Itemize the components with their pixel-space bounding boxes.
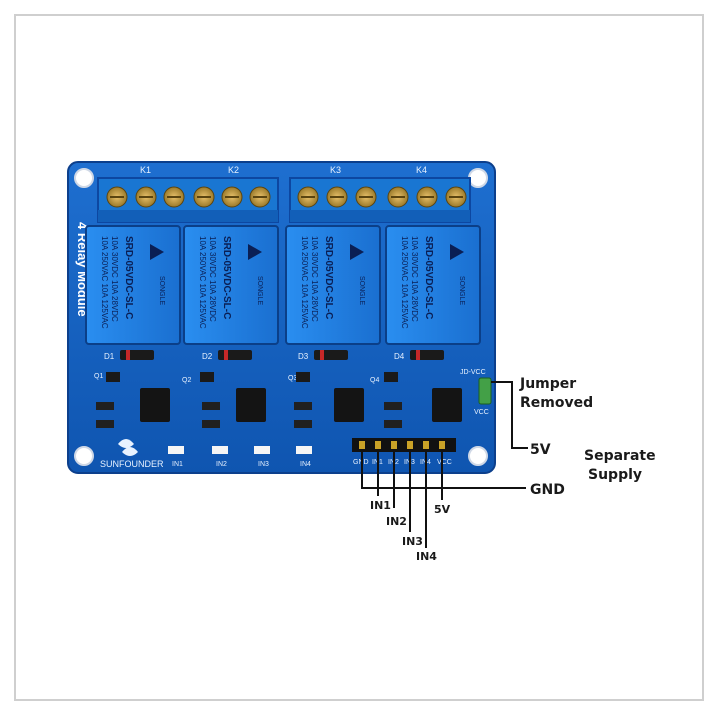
relay-k1: 10A 250VAC 10A 125VAC 10A 30VDC 10A 28VD…	[85, 225, 181, 345]
relay-maker: SONGLE	[158, 276, 165, 306]
relay-k2: 10A 250VAC 10A 125VAC 10A 30VDC 10A 28VD…	[183, 225, 279, 345]
relay-k4: 10A 250VAC 10A 125VAC 10A 30VDC 10A 28VD…	[385, 225, 481, 345]
relay-label-k3: K3	[330, 165, 341, 175]
resistors	[96, 402, 402, 428]
diode-label-d4: D4	[394, 352, 405, 361]
annotation-gnd: GND	[530, 482, 565, 498]
indicator-leds	[168, 446, 312, 454]
relay-k3: 10A 250VAC 10A 125VAC 10A 30VDC 10A 28VD…	[285, 225, 381, 345]
diode-label-d1: D1	[104, 352, 115, 361]
terminal-block-left	[97, 177, 279, 223]
relay-label-k4: K4	[416, 165, 427, 175]
transistor-label-q4: Q4	[370, 377, 379, 384]
header-pin-vcc: VCC	[437, 459, 452, 466]
terminal-screws	[106, 186, 467, 208]
transistor-label-q1: Q1	[94, 373, 103, 380]
relay-rating: 10A 250VAC 10A 125VAC	[400, 236, 409, 329]
annotation-supply: Supply	[588, 467, 642, 483]
relay-rating: 10A 250VAC 10A 125VAC	[100, 236, 109, 329]
annotation-in1: IN1	[370, 499, 391, 512]
terminal-block-right	[289, 177, 471, 223]
indicator-label-in4: IN4	[300, 461, 311, 468]
transistors	[106, 372, 398, 382]
wire-gnd	[361, 452, 526, 489]
annotation-5v-pin: 5V	[434, 503, 451, 516]
header-pin-gnd: GND	[353, 459, 369, 466]
annotation-separate: Separate	[584, 448, 656, 464]
transistor-label-q3: Q3	[288, 375, 297, 382]
songle-logo-icon	[350, 244, 364, 260]
relay-label-k2: K2	[228, 165, 239, 175]
relay-rating: 10A 250VAC 10A 125VAC	[300, 236, 309, 329]
relay-rating: 10A 30VDC 10A 28VDC	[208, 236, 217, 322]
relay-maker: SONGLE	[458, 276, 465, 306]
relay-label-k1: K1	[140, 165, 151, 175]
wire-5v-supply	[491, 381, 528, 449]
mount-hole	[468, 168, 488, 188]
annotation-removed: Removed	[520, 395, 593, 411]
songle-logo-icon	[248, 244, 262, 260]
wiring-lines	[361, 381, 528, 548]
songle-logo-icon	[150, 244, 164, 260]
relay-rating: 10A 30VDC 10A 28VDC	[110, 236, 119, 322]
relay-maker: SONGLE	[358, 276, 365, 306]
mount-hole	[468, 446, 488, 466]
sunfounder-logo-icon	[118, 439, 138, 456]
relay-rating: 10A 250VAC 10A 125VAC	[198, 236, 207, 329]
relay-maker: SONGLE	[256, 276, 263, 306]
jumper-connector	[478, 377, 492, 405]
relay-model: SRD-05VDC-SL-C	[423, 236, 434, 319]
relay-model: SRD-05VDC-SL-C	[123, 236, 134, 319]
songle-logo-icon	[450, 244, 464, 260]
indicator-label-in2: IN2	[216, 461, 227, 468]
annotation-in2: IN2	[386, 515, 407, 528]
annotation-jumper: Jumper	[519, 376, 576, 392]
diode-label-d3: D3	[298, 352, 309, 361]
relay-model: SRD-05VDC-SL-C	[323, 236, 334, 319]
relay-rating: 10A 30VDC 10A 28VDC	[310, 236, 319, 322]
annotation-in3: IN3	[402, 535, 423, 548]
optocouplers	[140, 388, 462, 422]
diodes	[120, 350, 444, 360]
relay-model: SRD-05VDC-SL-C	[221, 236, 232, 319]
mount-hole	[74, 446, 94, 466]
annotation-in4: IN4	[416, 550, 437, 563]
indicator-label-in3: IN3	[258, 461, 269, 468]
annotation-5v-supply: 5V	[530, 442, 551, 458]
indicator-label-in1: IN1	[172, 461, 183, 468]
mount-hole	[74, 168, 94, 188]
jumper-label-vcc: VCC	[474, 409, 489, 416]
brand-label: SUNFOUNDER	[100, 459, 164, 469]
input-header	[352, 438, 456, 452]
diode-label-d2: D2	[202, 352, 213, 361]
jumper-label-jdvcc: JD-VCC	[460, 369, 486, 376]
transistor-label-q2: Q2	[182, 377, 191, 384]
relay-rating: 10A 30VDC 10A 28VDC	[410, 236, 419, 322]
